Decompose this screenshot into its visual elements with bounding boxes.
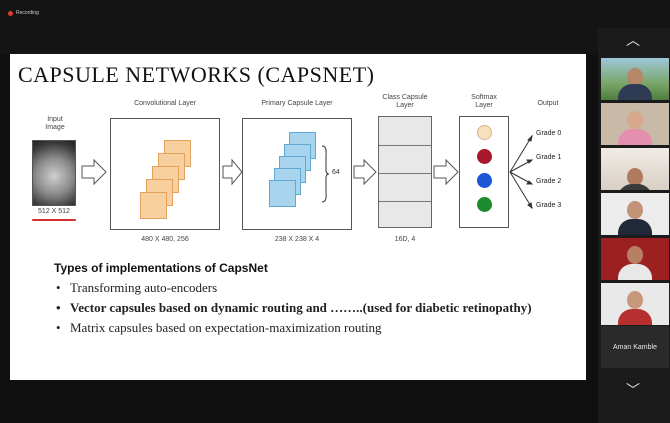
softmax-box	[459, 116, 509, 228]
participant-video[interactable]	[601, 283, 669, 325]
capsule-count: 64	[332, 169, 340, 176]
output-line	[509, 171, 533, 209]
feature-map	[140, 192, 167, 219]
conv-dimension: 480 X 480, 256	[141, 236, 189, 243]
output-label: Output	[537, 100, 559, 107]
flow-arrows	[81, 134, 534, 210]
record-icon	[8, 10, 13, 16]
list-item: Vector capsules based on dynamic routing…	[54, 300, 554, 316]
class-capsule-layer	[378, 116, 432, 228]
chevron-up-icon[interactable]: ︿	[626, 32, 640, 48]
participant-name-tile[interactable]: Aman Kamble	[601, 326, 669, 368]
participant-head	[627, 246, 643, 264]
participant-video[interactable]	[601, 58, 669, 100]
arrowhead-icon	[526, 180, 534, 185]
retina-image	[32, 140, 76, 206]
primary-dimension: 238 X 238 X 4	[274, 236, 320, 243]
softmax-label: Softmax Layer	[471, 94, 497, 109]
grade-2-circle	[477, 173, 492, 188]
grade-0-circle	[477, 125, 492, 140]
slide-title: CAPSULE NETWORKS (CAPSNET)	[18, 62, 375, 87]
arrowhead-icon	[527, 202, 533, 210]
grade-label: Grade 1	[536, 154, 562, 161]
grade-label: Grade 2	[536, 178, 562, 185]
capsule-divider	[379, 201, 431, 202]
class-capsule-label: Class Capsule Layer	[382, 94, 428, 109]
participant-head	[627, 68, 643, 86]
capsule-divider	[379, 145, 431, 146]
primary-capsule-box: 64	[242, 118, 352, 230]
grade-3-circle	[477, 197, 492, 212]
participant-video[interactable]	[601, 103, 669, 145]
participant-head	[627, 291, 643, 309]
participant-body	[618, 84, 652, 100]
conv-layer-label: Convolutional Layer	[134, 100, 196, 107]
arrow-icon	[222, 158, 243, 186]
participant-head	[627, 168, 643, 186]
chevron-down-icon[interactable]: ﹀	[626, 382, 640, 398]
brace-icon	[321, 145, 329, 203]
participant-body	[618, 184, 652, 190]
grade-label: Grade 3	[536, 202, 562, 209]
shared-slide: CAPSULE NETWORKS (CAPSNET) Input Image 5…	[10, 54, 586, 380]
participant-name: Aman Kamble	[613, 343, 657, 351]
participant-head	[627, 111, 643, 129]
class-dimension: 16D, 4	[394, 236, 416, 243]
participant-video[interactable]	[601, 238, 669, 280]
list-heading: Types of implementations of CapsNet	[54, 261, 268, 275]
participant-body	[618, 129, 652, 145]
participant-body	[618, 219, 652, 235]
arrowhead-icon	[526, 159, 534, 164]
top-bar: Recording	[0, 0, 670, 54]
participant-video[interactable]	[601, 148, 669, 190]
list-item: Matrix capsules based on expectation-max…	[54, 320, 554, 336]
bottom-bar	[0, 380, 598, 423]
recording-label: Recording	[16, 10, 39, 16]
input-label: Input Image	[45, 116, 65, 131]
input-dimension: 512 X 512	[38, 208, 70, 215]
arrowhead-icon	[527, 134, 533, 142]
output-line	[509, 135, 533, 173]
arrow-icon	[353, 158, 377, 186]
arrow-icon	[81, 158, 107, 186]
participant-head	[627, 201, 643, 219]
list-item: Transforming auto-encoders	[54, 280, 554, 296]
conv-layer-box	[110, 118, 220, 230]
capsule-divider	[379, 173, 431, 174]
participant-body	[618, 264, 652, 280]
arrow-icon	[433, 158, 459, 186]
grade-1-circle	[477, 149, 492, 164]
primary-capsule-label: Primary Capsule Layer	[261, 100, 333, 107]
capsule-map	[269, 180, 296, 207]
grade-label: Grade 0	[536, 130, 562, 137]
participant-video[interactable]	[601, 193, 669, 235]
input-underline	[32, 219, 76, 221]
participant-body	[618, 309, 652, 325]
recording-indicator: Recording	[8, 10, 39, 16]
implementations-list: Types of implementations of CapsNet Tran…	[54, 261, 554, 340]
